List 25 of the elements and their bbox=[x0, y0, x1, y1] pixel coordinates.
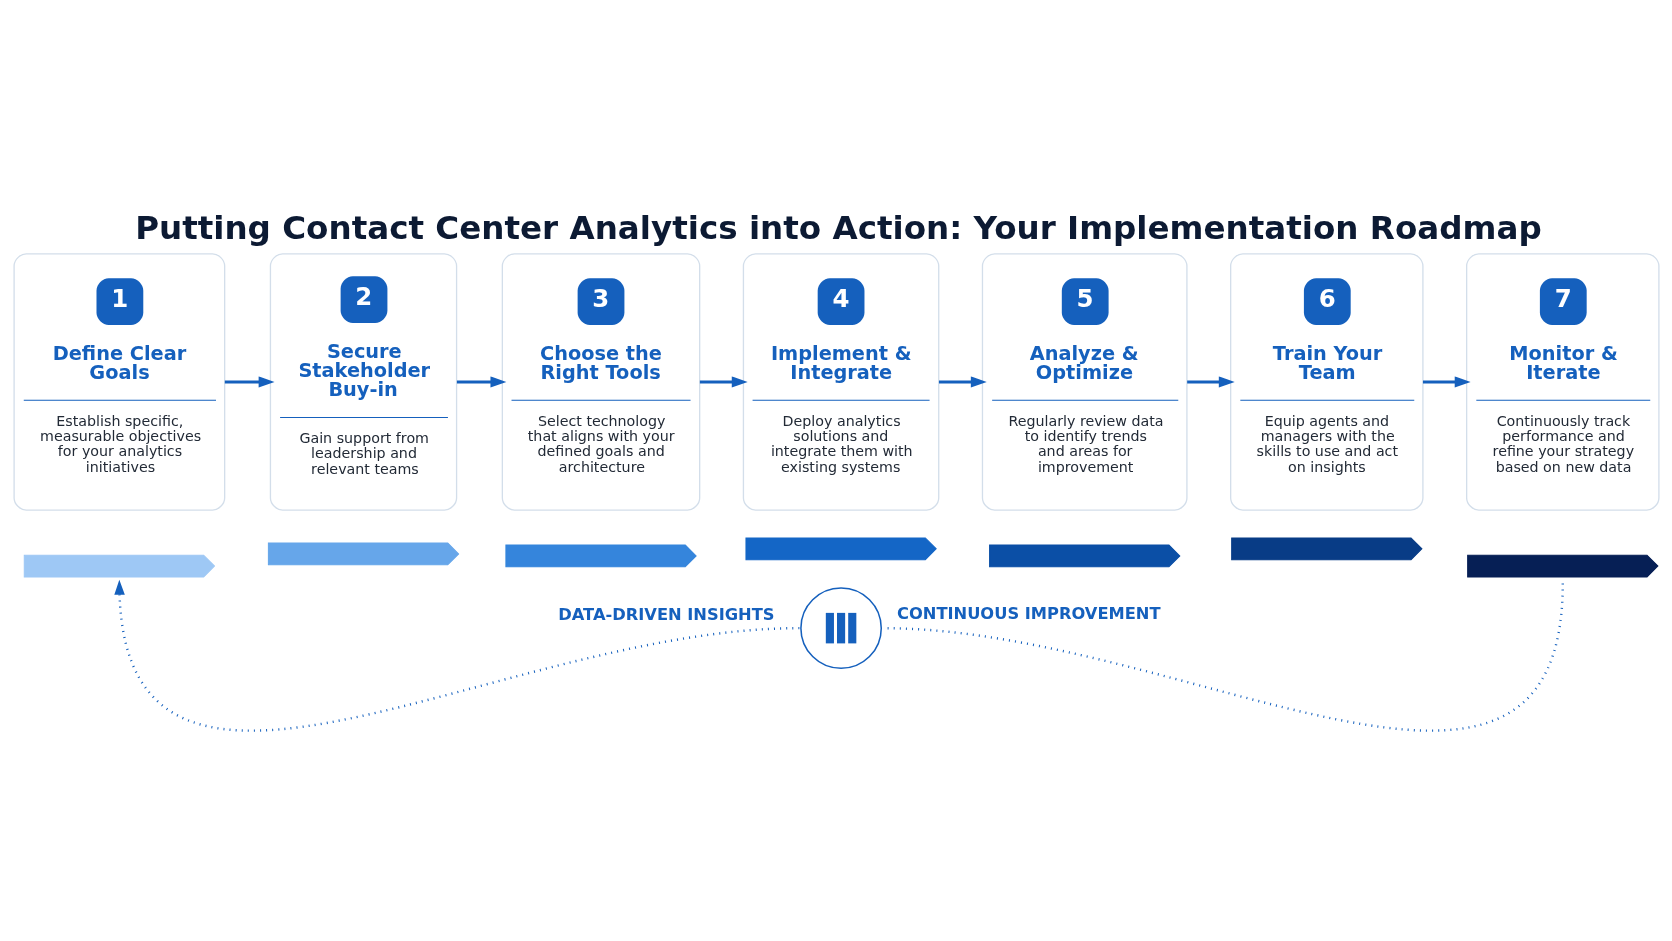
node-chevron bbox=[504, 544, 697, 568]
node-chevron bbox=[1230, 537, 1423, 561]
node-box: 5 Analyze & Optimize Regularly review data to identify trends and areas for improvement bbox=[981, 253, 1188, 511]
arrow bbox=[224, 376, 275, 388]
node-box: 7 Monitor & Iterate Continuously track performance and refine your strategy based on new data bbox=[1465, 253, 1660, 511]
node-box: 4 Implement & Integrate Deploy analytics solutions and integrate them with existing systems bbox=[742, 253, 939, 511]
node-box: 3 Choose the Right Tools Select technology that aligns with your defined goals and architecture bbox=[501, 253, 700, 511]
node-chevron bbox=[267, 542, 459, 566]
node-chevron bbox=[1466, 554, 1659, 578]
edge-label: CONTINUOUS IMPROVEMENT bbox=[896, 603, 1161, 623]
node-box: 2 Secure Stakeholder Buy-in Gain support from leadership and relevant teams bbox=[269, 253, 457, 511]
diagram-title: Putting Contact Center Analytics into Action: Your Implementation Roadmap bbox=[134, 209, 1542, 248]
node-chevron bbox=[988, 544, 1181, 568]
node-circle bbox=[799, 587, 882, 670]
arrow bbox=[456, 376, 506, 388]
node-box: 6 Train Your Team Equip agents and managers with the skills to use and act on insights bbox=[1229, 253, 1424, 511]
edge-label: DATA-DRIVEN INSIGHTS bbox=[557, 604, 775, 624]
arrow bbox=[938, 376, 987, 388]
node-chevron bbox=[23, 554, 215, 578]
arrow bbox=[1422, 376, 1471, 388]
arrow bbox=[113, 579, 799, 732]
arrow bbox=[699, 376, 748, 388]
node-chevron bbox=[744, 537, 937, 561]
node-box: 1 Define Clear Goals Establish specific, measurable objectives for your analytics initiatives bbox=[12, 253, 225, 511]
arrow bbox=[1186, 376, 1235, 388]
